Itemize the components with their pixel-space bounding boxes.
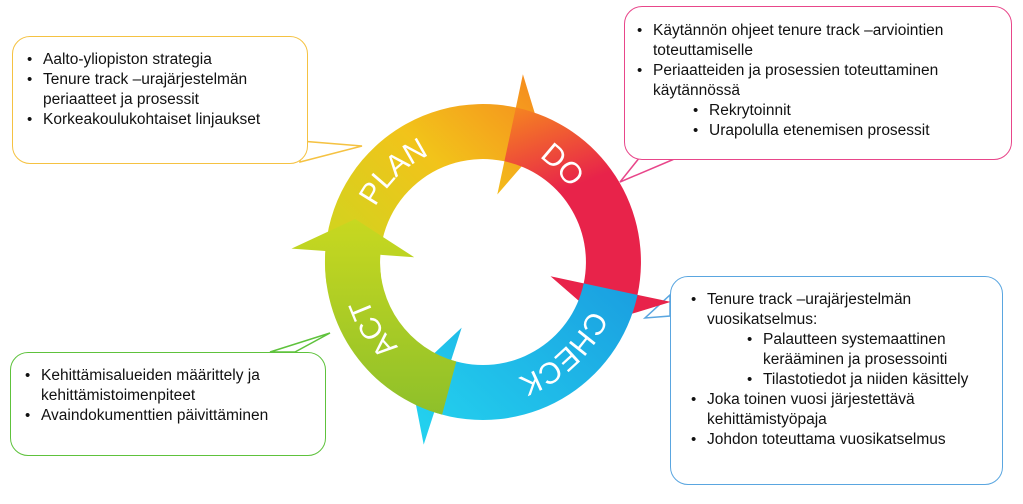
sub-list: Palautteen systemaattinen kerääminen ja … — [739, 330, 994, 390]
sub-list-item: Rekrytoinnit — [685, 101, 1001, 121]
callout-tail-act — [269, 332, 331, 353]
callout-check: Tenure track –urajärjestelmän vuosikatse… — [670, 276, 1003, 485]
cycle-arrow-do — [504, 107, 671, 323]
sub-list-item: Palautteen systemaattinen kerääminen ja … — [739, 330, 994, 370]
callout-plan: Aalto-yliopiston strategia Tenure track … — [12, 36, 308, 164]
sub-list: Rekrytoinnit Urapolulla etenemisen prose… — [685, 101, 1001, 141]
callout-check-list: Tenure track –urajärjestelmän vuosikatse… — [683, 290, 994, 450]
callout-do-list: Käytännön ohjeet tenure track –arviointi… — [629, 21, 1001, 141]
list-item: Käytännön ohjeet tenure track –arviointi… — [629, 21, 1001, 61]
list-item: Avaindokumenttien päivittäminen — [17, 406, 315, 426]
list-item: Kehittämisalueiden määrittely ja kehittä… — [17, 366, 315, 406]
callout-tail-plan — [299, 140, 363, 163]
list-item: Periaatteiden ja prosessien toteuttamine… — [629, 61, 1001, 141]
cycle-arrow-plan — [324, 74, 544, 284]
callout-plan-list: Aalto-yliopiston strategia Tenure track … — [19, 50, 295, 130]
list-item-text: Tenure track –urajärjestelmän vuosikatse… — [707, 291, 912, 328]
callout-do: Käytännön ohjeet tenure track –arviointi… — [624, 6, 1012, 160]
list-item: Tenure track –urajärjestelmän periaattee… — [19, 70, 295, 110]
list-item-text: Periaatteiden ja prosessien toteuttamine… — [653, 62, 939, 99]
sub-list-item: Tilastotiedot ja niiden käsittely — [739, 370, 994, 390]
list-item: Joka toinen vuosi järjestettävä kehittäm… — [683, 390, 994, 430]
callout-act: Kehittämisalueiden määrittely ja kehittä… — [10, 352, 326, 456]
list-item: Korkeakoulukohtaiset linjaukset — [19, 110, 295, 130]
cycle-arrow-act — [291, 219, 457, 415]
list-item: Johdon toteuttama vuosikatselmus — [683, 430, 994, 450]
list-item: Aalto-yliopiston strategia — [19, 50, 295, 70]
callout-act-list: Kehittämisalueiden määrittely ja kehittä… — [17, 366, 315, 426]
cycle-arrow-check — [410, 283, 638, 445]
sub-list-item: Urapolulla etenemisen prosessit — [685, 121, 1001, 141]
list-item: Tenure track –urajärjestelmän vuosikatse… — [683, 290, 994, 390]
